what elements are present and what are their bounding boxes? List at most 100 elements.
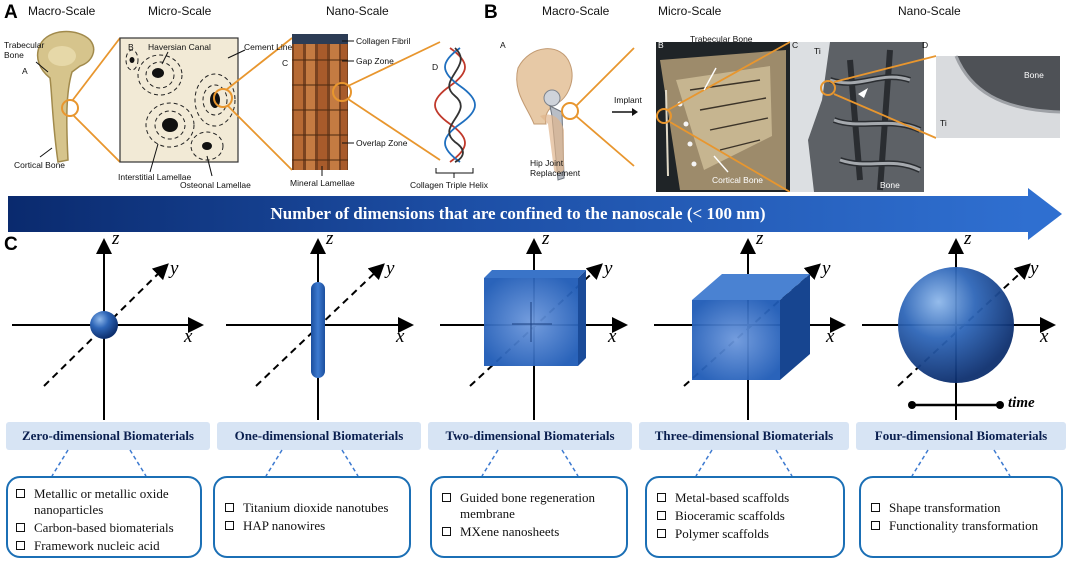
checkbox-icon: [871, 521, 880, 530]
a-interstitial-lamellae-label: Interstitial Lamellae: [118, 172, 192, 182]
zoom-line: [833, 93, 937, 139]
zoom-line: [667, 41, 791, 111]
osteon-diagram: [119, 37, 239, 163]
label-pointer: [149, 143, 159, 173]
label-pointer: [35, 61, 49, 73]
a-nano-title: Nano-Scale: [326, 4, 389, 18]
nanosheet-top: [484, 270, 586, 278]
a-trabecular-bone-label: Trabecular Bone: [4, 40, 45, 60]
a-mineral-lamellae-label: Mineral Lamellae: [290, 178, 355, 188]
dimension-banner: [8, 196, 1028, 232]
details-zero-d: Metallic or metallic oxide nanoparticles…: [6, 476, 202, 558]
panel-a-illustration: [35, 30, 476, 178]
osteon-zoom-circle: [213, 88, 233, 108]
detail-item: Polymer scaffolds: [655, 526, 835, 542]
a-sub-c: C: [282, 58, 289, 68]
detail-item: Guided bone regeneration membrane: [440, 490, 618, 522]
tem-image: [936, 55, 1061, 138]
a-osteonal-lamellae-label: Osteonal Lamellae: [180, 180, 251, 190]
checkbox-icon: [657, 493, 666, 502]
ct-zoom-circle: [656, 108, 672, 124]
implant-zoom-circle: [561, 102, 579, 120]
zoom-line: [225, 37, 293, 91]
axis-x-label-4: x: [1040, 326, 1049, 347]
a-micro-title: Micro-Scale: [148, 4, 212, 18]
b-nano-title: Nano-Scale: [898, 4, 961, 18]
b-trabecular-bone-label: Trabecular Bone: [690, 34, 753, 44]
b-macro-title: Macro-Scale: [542, 4, 610, 18]
femur-zoom-circle: [61, 99, 79, 117]
zoom-line: [347, 98, 441, 161]
details-two-d: Guided bone regeneration membrane MXene …: [430, 476, 628, 558]
axes-two-d: [440, 238, 628, 420]
detail-item: MXene nanosheets: [440, 524, 618, 540]
nanorod-shape: [311, 282, 325, 378]
axis-x-label-3: x: [826, 326, 835, 347]
b-hip-joint-label: Hip Joint Replacement: [530, 158, 581, 178]
axis-y-label-0: y: [170, 258, 179, 279]
triple-helix-image: [434, 47, 476, 163]
a-overlap-zone-label: Overlap Zone: [356, 138, 408, 148]
axis-z-label-1: z: [326, 228, 334, 249]
detail-item: Framework nucleic acid: [14, 538, 194, 554]
a-collagen-triple-helix-label: Collagen Triple Helix: [410, 180, 488, 190]
zoom-line: [833, 55, 937, 83]
collagen-fibril-image: [292, 34, 348, 170]
sem-image: [790, 42, 924, 192]
details-four-d: Shape transformation Functionality trans…: [859, 476, 1063, 558]
checkbox-icon: [16, 523, 25, 532]
category-one-d-title: One-dimensional Biomaterials: [217, 422, 421, 450]
axis-x-label-1: x: [396, 326, 405, 347]
micro-ct-image: [656, 42, 790, 192]
category-zero-d-title: Zero-dimensional Biomaterials: [6, 422, 210, 450]
b-sub-d: D: [922, 40, 929, 50]
cube-top: [692, 274, 810, 300]
axis-x-label-0: x: [184, 326, 193, 347]
category-connectors: [51, 449, 1011, 477]
label-pointer: [206, 155, 213, 177]
checkbox-icon: [225, 521, 234, 530]
dimension-banner-text: Number of dimensions that are confined t…: [270, 204, 766, 223]
axis-z-label-4: z: [964, 228, 972, 249]
b-implant-label: Implant: [614, 95, 642, 105]
checkbox-icon: [16, 541, 25, 550]
a-cement-line-label: Cement Line: [244, 42, 293, 52]
zoom-line: [575, 47, 635, 107]
detail-item: HAP nanowires: [223, 518, 401, 534]
cube-side: [780, 274, 810, 380]
detail-item: Shape transformation: [869, 500, 1053, 516]
axes-one-d: [226, 238, 414, 420]
axis-y-label-4: y: [1030, 258, 1039, 279]
category-four-d-title: Four-dimensional Biomaterials: [856, 422, 1066, 450]
detail-item: Titanium dioxide nanotubes: [223, 500, 401, 516]
a-sub-b: B: [128, 42, 134, 52]
zoom-line: [71, 37, 121, 102]
sem-zoom-circle: [820, 80, 836, 96]
detail-item: Metallic or metallic oxide nanoparticles: [14, 486, 194, 518]
a-cortical-bone-label: Cortical Bone: [14, 160, 66, 170]
b-sub-a: A: [500, 40, 506, 50]
b-bone-label-1: Bone: [1024, 70, 1044, 80]
b-micro-title: Micro-Scale: [658, 4, 722, 18]
panel-b-illustration: [516, 41, 1061, 192]
implant-arrowhead: [632, 108, 638, 116]
label-pointer: [161, 51, 169, 65]
a-sub-d: D: [432, 62, 439, 72]
panel-b-label: B: [484, 2, 498, 23]
b-ti-label-2: Ti: [940, 118, 947, 128]
category-two-d-title: Two-dimensional Biomaterials: [428, 422, 632, 450]
checkbox-icon: [657, 511, 666, 520]
sem-arrowhead: [858, 88, 868, 98]
axis-y-label-1: y: [386, 258, 395, 279]
axis-z-label-2: z: [542, 228, 550, 249]
ct-pointer: [713, 155, 729, 173]
b-bone-label-2: Bone: [880, 180, 900, 190]
zoom-line: [72, 114, 121, 163]
checkbox-icon: [657, 529, 666, 538]
axis-x-label-2: x: [608, 326, 617, 347]
fibril-zoom-circle: [332, 82, 352, 102]
zoom-line: [347, 41, 441, 87]
axes-four-d: [862, 238, 1056, 420]
details-three-d: Metal-based scaffolds Bioceramic scaffol…: [645, 476, 845, 558]
dimension-banner-arrowhead: [1028, 188, 1062, 240]
